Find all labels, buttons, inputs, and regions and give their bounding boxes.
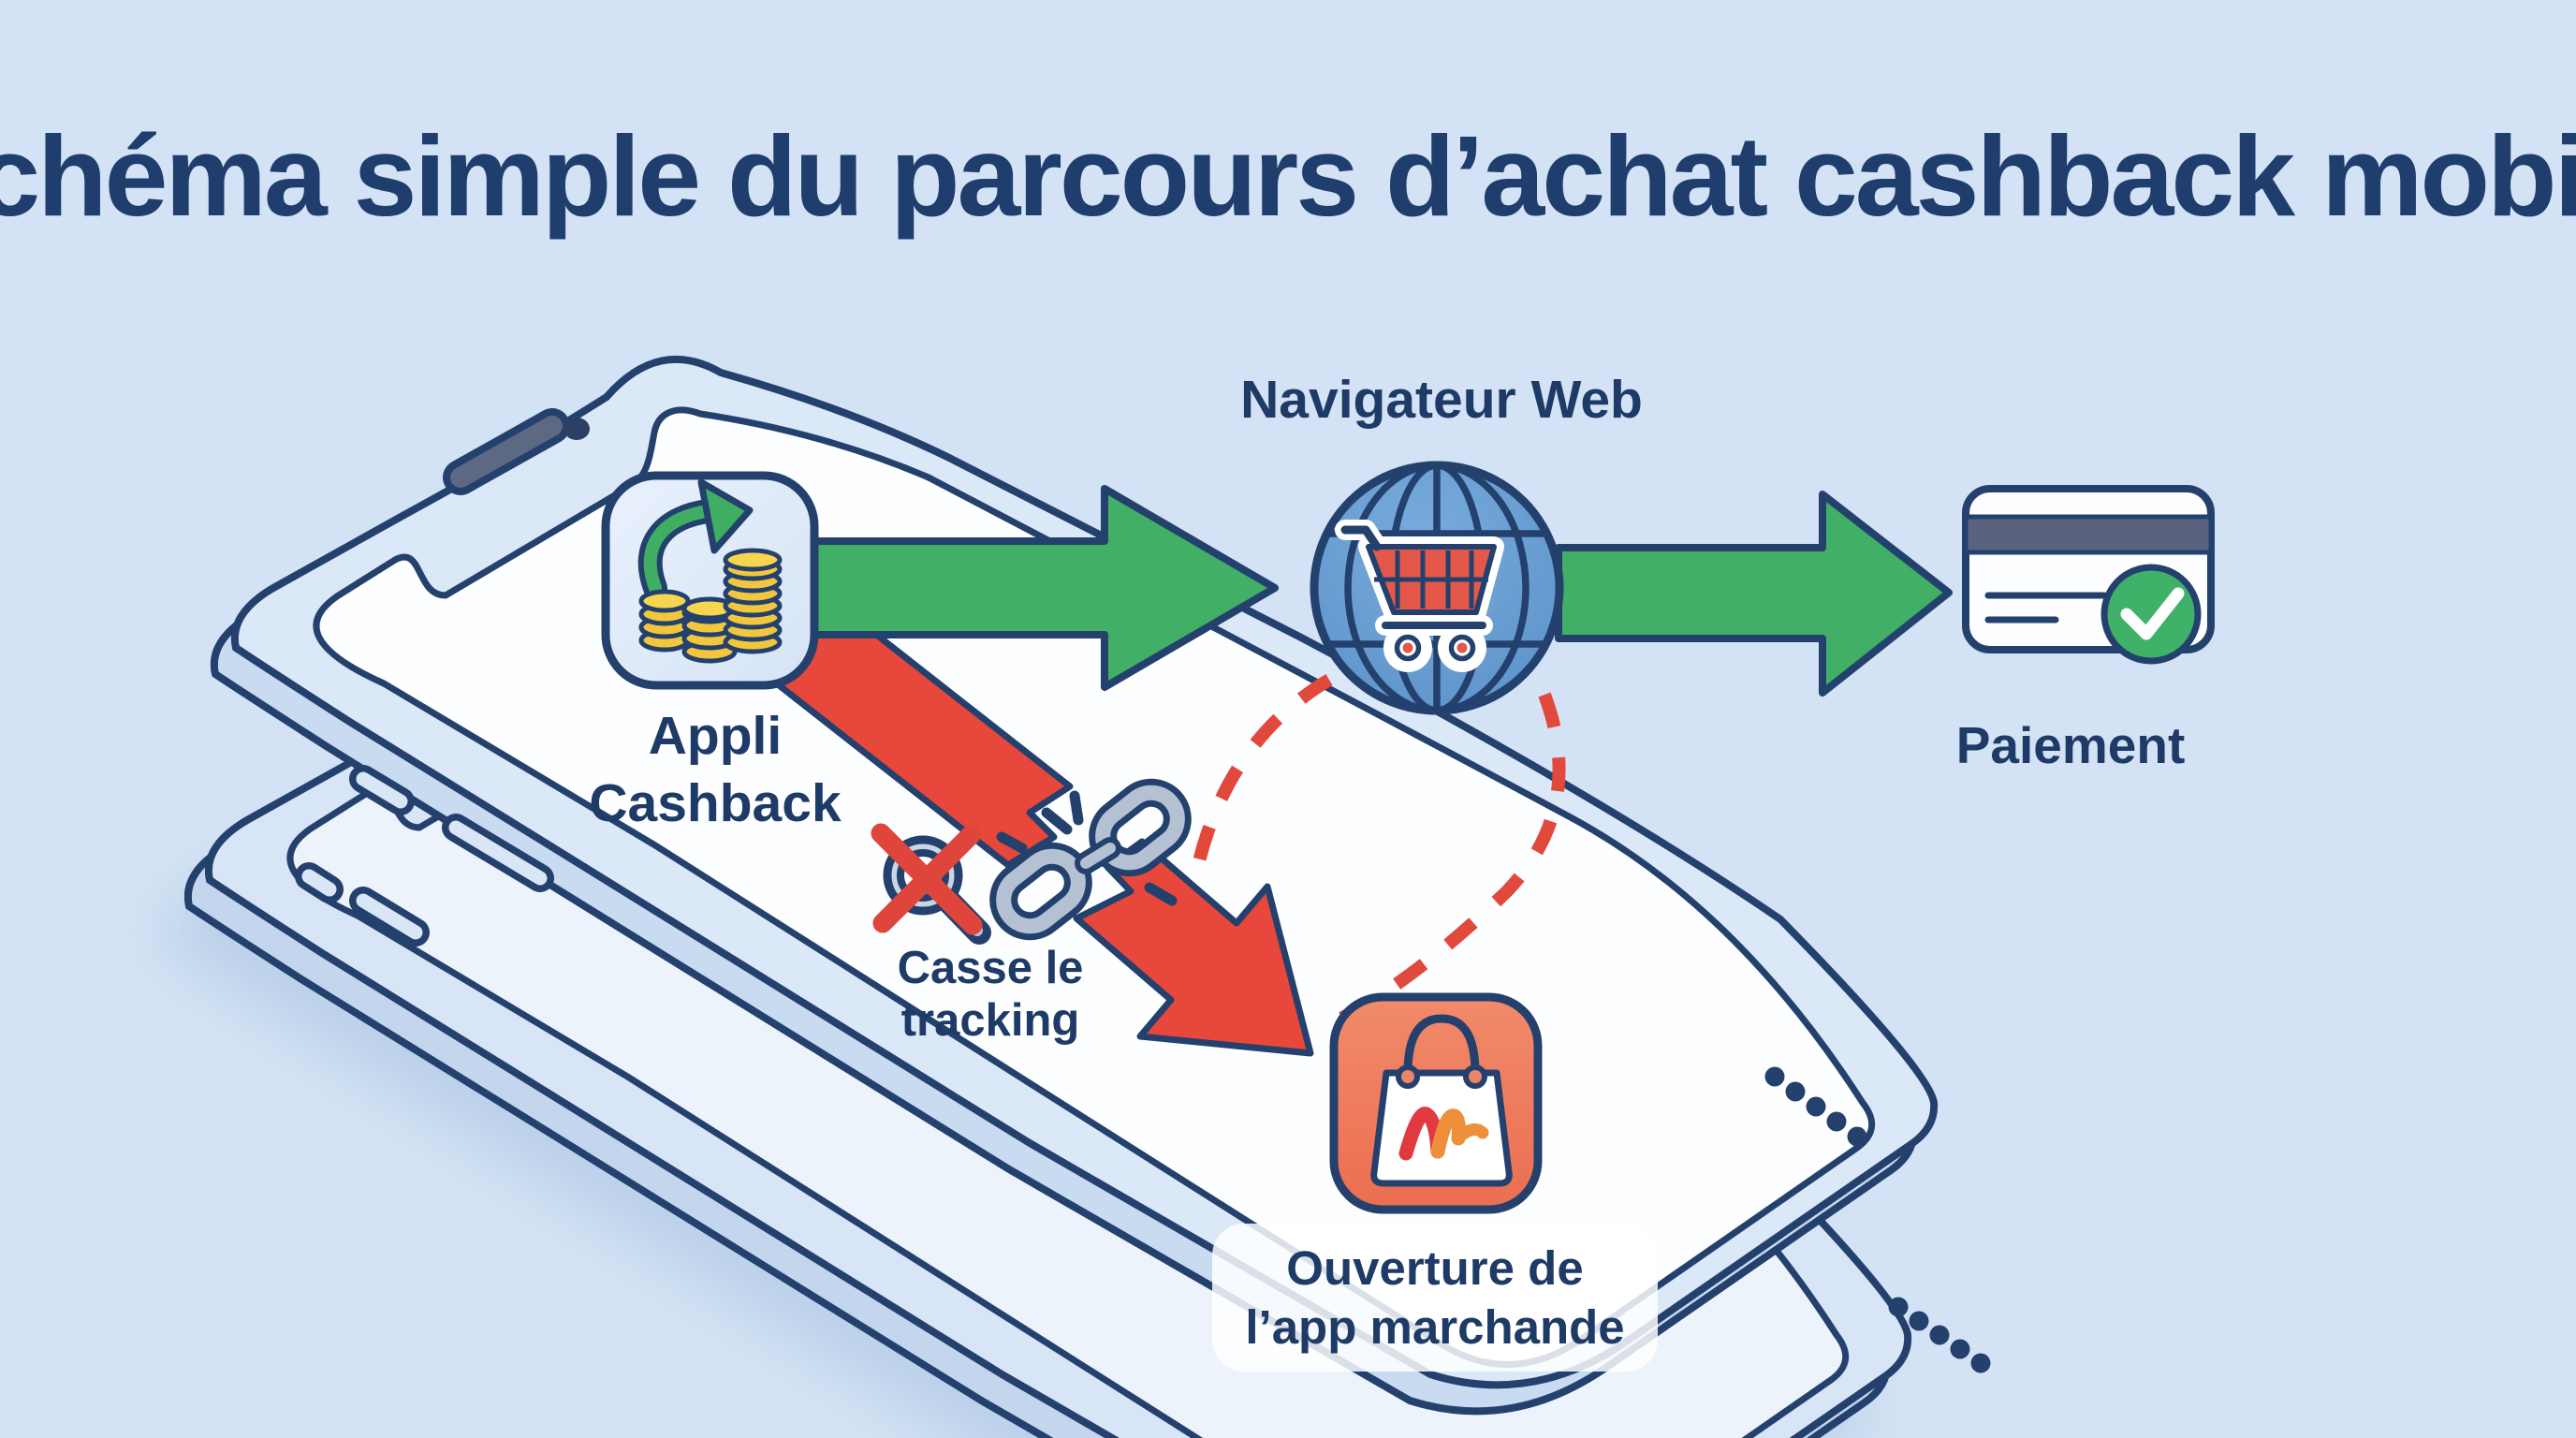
dashed-deeplink-path-left: [1184, 673, 1333, 906]
cashback-app-icon: [601, 471, 819, 690]
front-phone-speaker-holes: [1764, 1066, 1867, 1147]
dashed-deeplink-path-right: [1319, 692, 1566, 1034]
credit-card-icon: [1962, 485, 2215, 665]
green-arrow-app-to-browser: [799, 485, 1279, 691]
back-phone-side-buttons: [295, 862, 430, 946]
camera-dot-icon: [564, 418, 590, 440]
red-cross-icon: [871, 823, 983, 935]
card-magstripe: [1963, 514, 2214, 555]
front-phone: [214, 360, 1934, 1411]
check-circle-icon: [2100, 564, 2202, 665]
cashback-app-label: Appli Cashback: [589, 706, 842, 833]
coin-stack-icon: [638, 548, 783, 664]
page-title: Schéma simple du parcours d’achat cashba…: [0, 112, 2576, 240]
growth-arrow-icon: [637, 478, 754, 600]
payment-label: Paiement: [1955, 716, 2186, 774]
shopping-cart-icon: [1335, 520, 1504, 672]
red-arrow-segment-2: [1073, 838, 1314, 1057]
no-tracking-magnifier-icon: [871, 823, 991, 945]
browser-label: Navigateur Web: [1240, 370, 1643, 430]
merchant-label-card: [1212, 1224, 1658, 1372]
shopping-bag-icon: [1370, 1014, 1513, 1187]
spark-lines: [996, 790, 1178, 906]
merchant-app-label: Ouverture de l’app marchande: [1245, 1241, 1625, 1354]
back-phone-speaker-holes: [1888, 1297, 1991, 1373]
front-phone-side-buttons: [349, 765, 554, 892]
merchant-logo: [1398, 1107, 1489, 1161]
merchant-app-icon: [1329, 992, 1543, 1214]
green-arrow-browser-to-payment: [1555, 491, 1953, 697]
speaker-slit-icon: [443, 408, 570, 495]
browser-globe-icon: [1310, 461, 1564, 715]
tracking-break-label: Casse le tracking: [897, 943, 1084, 1046]
broken-chain-link-icon: [989, 778, 1192, 941]
